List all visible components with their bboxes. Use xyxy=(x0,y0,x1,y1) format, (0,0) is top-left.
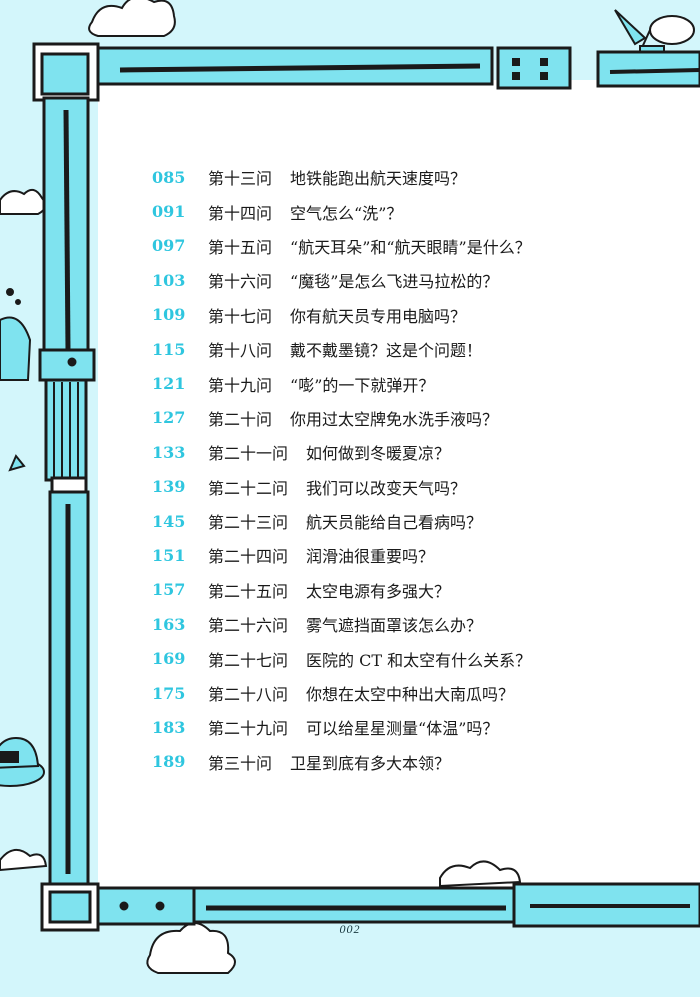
toc-question-title: 可以给星星测量“体温”吗？ xyxy=(306,719,499,739)
toc-question-number: 第二十八问 xyxy=(208,685,289,705)
toc-question-title: 医院的 CT 和太空有什么关系？ xyxy=(306,650,532,670)
toc-question-title: 润滑油很重要吗？ xyxy=(306,547,435,567)
page-number: 002 xyxy=(339,922,361,936)
toc-question-title: 卫星到底有多大本领？ xyxy=(290,753,451,773)
toc-entry[interactable]: 127 第二十问你用过太空牌免水洗手液吗？ xyxy=(152,401,682,435)
toc-entry[interactable]: 085 第十三问地铁能跑出航天速度吗？ xyxy=(152,160,682,194)
toc-question-number: 第十九问 xyxy=(208,375,273,395)
toc-page-number: 109 xyxy=(152,305,186,325)
toc-entry[interactable]: 189 第三十问卫星到底有多大本领？ xyxy=(152,745,682,779)
toc-question-number: 第十四问 xyxy=(208,203,273,223)
toc-entry[interactable]: 169 第二十七问医院的 CT 和太空有什么关系？ xyxy=(152,641,682,675)
toc-entry[interactable]: 145 第二十三问航天员能给自己看病吗？ xyxy=(152,504,682,538)
toc-question-title: 戴不戴墨镜？这是个问题！ xyxy=(290,341,483,361)
toc-question-number: 第十六问 xyxy=(208,272,273,292)
toc-entry[interactable]: 109 第十七问你有航天员专用电脑吗？ xyxy=(152,298,682,332)
top-pipe xyxy=(94,46,700,90)
toc-page-number: 121 xyxy=(152,374,186,394)
toc-page-number: 157 xyxy=(152,580,186,600)
toc-entry[interactable]: 151 第二十四问润滑油很重要吗？ xyxy=(152,538,682,572)
toc-entry[interactable]: 115 第十八问戴不戴墨镜？这是个问题！ xyxy=(152,332,682,366)
toc-entry[interactable]: 163 第二十六问雾气遮挡面罩该怎么办？ xyxy=(152,607,682,641)
toc-question-title: 如何做到冬暖夏凉？ xyxy=(306,444,451,464)
toc-page-number: 103 xyxy=(152,270,186,290)
cloud-icon xyxy=(88,0,176,37)
toc-entry[interactable]: 103 第十六问 “魔毯”是怎么飞进马拉松的？ xyxy=(152,263,682,297)
toc-question-title: 地铁能跑出航天速度吗？ xyxy=(290,169,467,189)
toc-entry[interactable]: 139 第二十二问我们可以改变天气吗？ xyxy=(152,470,682,504)
toc-question-number: 第二十问 xyxy=(208,409,273,429)
toc-entry[interactable]: 157 第二十五问太空电源有多强大？ xyxy=(152,573,682,607)
toc-question-number: 第二十七问 xyxy=(208,650,289,670)
toc-question-number: 第十五问 xyxy=(208,237,273,257)
toc-page-number: 139 xyxy=(152,477,186,497)
toc-question-title: 航天员能给自己看病吗？ xyxy=(306,513,483,533)
toc-question-number: 第二十六问 xyxy=(208,616,289,636)
toc-page-number: 163 xyxy=(152,614,186,634)
toc-question-title: “航天耳朵”和“航天眼睛”是什么？ xyxy=(290,237,531,257)
cloud-icon xyxy=(0,188,47,215)
toc-page-number: 091 xyxy=(152,202,186,222)
toc-question-number: 第三十问 xyxy=(208,753,273,773)
toc-page-number: 175 xyxy=(152,683,186,703)
toc-question-title: 你用过太空牌免水洗手液吗？ xyxy=(290,409,499,429)
toc-page-number: 127 xyxy=(152,408,186,428)
table-of-contents: 085 第十三问地铁能跑出航天速度吗？ 091 第十四问空气怎么“洗”？ 097 第十五问… xyxy=(152,160,682,779)
toc-question-title: 我们可以改变天气吗？ xyxy=(306,478,467,498)
toc-entry[interactable]: 121 第十九问 “嘭”的一下就弹开？ xyxy=(152,366,682,400)
content-panel xyxy=(98,80,700,892)
toc-page-number: 189 xyxy=(152,752,186,772)
bottom-pipe xyxy=(96,882,700,928)
toc-question-title: 雾气遮挡面罩该怎么办？ xyxy=(306,616,483,636)
toc-page-number: 183 xyxy=(152,717,186,737)
flying-saucer-icon xyxy=(0,736,45,787)
toc-question-number: 第十三问 xyxy=(208,169,273,189)
left-pipe xyxy=(38,96,96,886)
toc-entry[interactable]: 133 第二十一问如何做到冬暖夏凉？ xyxy=(152,435,682,469)
toc-question-number: 第二十一问 xyxy=(208,444,289,464)
toc-question-title: “魔毯”是怎么飞进马拉松的？ xyxy=(290,272,499,292)
toc-page-number: 151 xyxy=(152,545,186,565)
toc-entry[interactable]: 175 第二十八问你想在太空中种出大南瓜吗？ xyxy=(152,676,682,710)
toc-question-number: 第二十五问 xyxy=(208,581,289,601)
toc-question-number: 第二十二问 xyxy=(208,478,289,498)
toc-page-number: 085 xyxy=(152,167,186,187)
toc-question-title: “嘭”的一下就弹开？ xyxy=(290,375,435,395)
cloud-icon xyxy=(0,849,48,872)
toc-entry[interactable]: 091 第十四问空气怎么“洗”？ xyxy=(152,194,682,228)
toc-question-number: 第二十三问 xyxy=(208,513,289,533)
toc-entry[interactable]: 183 第二十九问可以给星星测量“体温”吗？ xyxy=(152,710,682,744)
toc-page-number: 145 xyxy=(152,511,186,531)
toc-page-number: 115 xyxy=(152,339,186,359)
toc-question-title: 你想在太空中种出大南瓜吗？ xyxy=(306,685,515,705)
toc-question-number: 第二十四问 xyxy=(208,547,289,567)
cloud-icon xyxy=(439,860,522,888)
cloud-icon xyxy=(146,922,236,974)
toc-question-title: 太空电源有多强大？ xyxy=(306,581,451,601)
toc-page-number: 169 xyxy=(152,649,186,669)
toc-question-title: 你有航天员专用电脑吗？ xyxy=(290,306,467,326)
toc-entry[interactable]: 097 第十五问 “航天耳朵”和“航天眼睛”是什么？ xyxy=(152,229,682,263)
robot-icon xyxy=(0,288,32,472)
toc-question-title: 空气怎么“洗”？ xyxy=(290,203,403,223)
toc-question-number: 第十七问 xyxy=(208,306,273,326)
toc-page-number: 097 xyxy=(152,236,186,256)
toc-question-number: 第二十九问 xyxy=(208,719,289,739)
bottom-left-corner-joint xyxy=(40,882,100,932)
top-left-corner-joint xyxy=(32,42,100,102)
toc-page-number: 133 xyxy=(152,442,186,462)
toc-question-number: 第十八问 xyxy=(208,341,273,361)
